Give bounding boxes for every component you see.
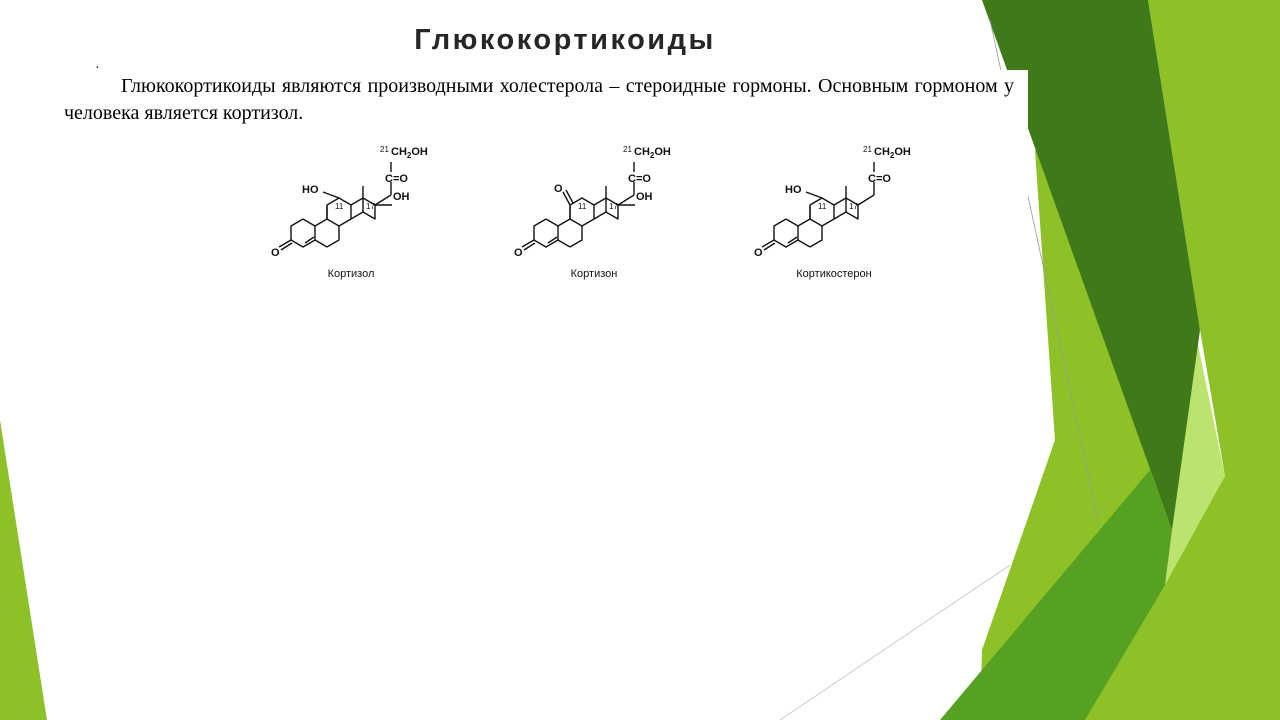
c17-number: 17 bbox=[366, 202, 375, 211]
left-green-shape bbox=[0, 420, 47, 720]
right-pale-green-shape bbox=[1165, 330, 1225, 585]
c17-oh-label: OH bbox=[393, 191, 410, 203]
ch2oh-label: CH2OH bbox=[634, 146, 671, 160]
c11-keto-bond bbox=[562, 189, 574, 206]
text-background-panel bbox=[48, 70, 1028, 298]
right-light-green-shape bbox=[1085, 0, 1280, 720]
molecule-caption: Кортизон bbox=[571, 268, 618, 280]
ch2oh-label: CH2OH bbox=[391, 146, 428, 160]
structure-corticosterone: 21 CH2OH C=O HO O 11 17 Кортикостерон bbox=[748, 140, 978, 290]
c3-oxo-label: O bbox=[754, 247, 763, 259]
c3-oxo-label: O bbox=[271, 247, 280, 259]
c21-label: 21 bbox=[863, 145, 872, 154]
corticosterone-structure-svg: 21 CH2OH C=O HO O 11 17 Кортикостерон bbox=[754, 145, 911, 280]
cortisone-structure-svg: 21 CH2OH C=O OH O O 11 17 Кортизон bbox=[514, 145, 671, 280]
carbonyl-label: C=O bbox=[628, 173, 651, 185]
body-paragraph: Глюкокортикоиды являются производными хо… bbox=[64, 75, 1014, 124]
ring-a-double-bond bbox=[761, 236, 798, 251]
carbonyl-label: C=O bbox=[385, 173, 408, 185]
ch2oh-label: CH2OH bbox=[874, 146, 911, 160]
c11-number: 11 bbox=[578, 202, 587, 211]
molecule-caption: Кортикостерон bbox=[796, 268, 871, 280]
bullet-marker: · bbox=[95, 61, 100, 76]
decor-thin-line-2 bbox=[779, 564, 1011, 720]
c11-oxo-label: O bbox=[554, 183, 563, 195]
carbonyl-label: C=O bbox=[868, 173, 891, 185]
structure-cortisol: 21 CH2OH C=O OH HO O 11 17 Кортизол bbox=[265, 140, 495, 290]
structure-cortisone: 21 CH2OH C=O OH O O 11 17 Кортизон bbox=[508, 140, 738, 290]
steroid-skeleton bbox=[290, 162, 392, 248]
ring-a-double-bond bbox=[521, 236, 558, 251]
c17-oh-label: OH bbox=[636, 191, 653, 203]
c11-substituent-bond bbox=[805, 191, 823, 199]
c11-ho-label: HO bbox=[785, 184, 802, 196]
steroid-skeleton bbox=[533, 162, 635, 248]
c17-number: 17 bbox=[609, 202, 618, 211]
c21-label: 21 bbox=[623, 145, 632, 154]
right-mid-green-shape bbox=[940, 470, 1172, 720]
c11-number: 11 bbox=[818, 202, 827, 211]
c11-number: 11 bbox=[335, 202, 344, 211]
c11-substituent-bond bbox=[322, 191, 340, 199]
steroid-skeleton bbox=[773, 162, 875, 248]
c17-number: 17 bbox=[849, 202, 858, 211]
c11-ho-label: HO bbox=[302, 184, 319, 196]
molecule-caption: Кортизол bbox=[328, 268, 375, 280]
c3-oxo-label: O bbox=[514, 247, 523, 259]
cortisol-structure-svg: 21 CH2OH C=O OH HO O 11 17 Кортизол bbox=[271, 145, 428, 280]
c21-label: 21 bbox=[380, 145, 389, 154]
ring-a-double-bond bbox=[278, 236, 315, 251]
right-dark-green-shape bbox=[982, 0, 1200, 530]
slide-title: Глюкокортикоиды bbox=[414, 24, 716, 56]
